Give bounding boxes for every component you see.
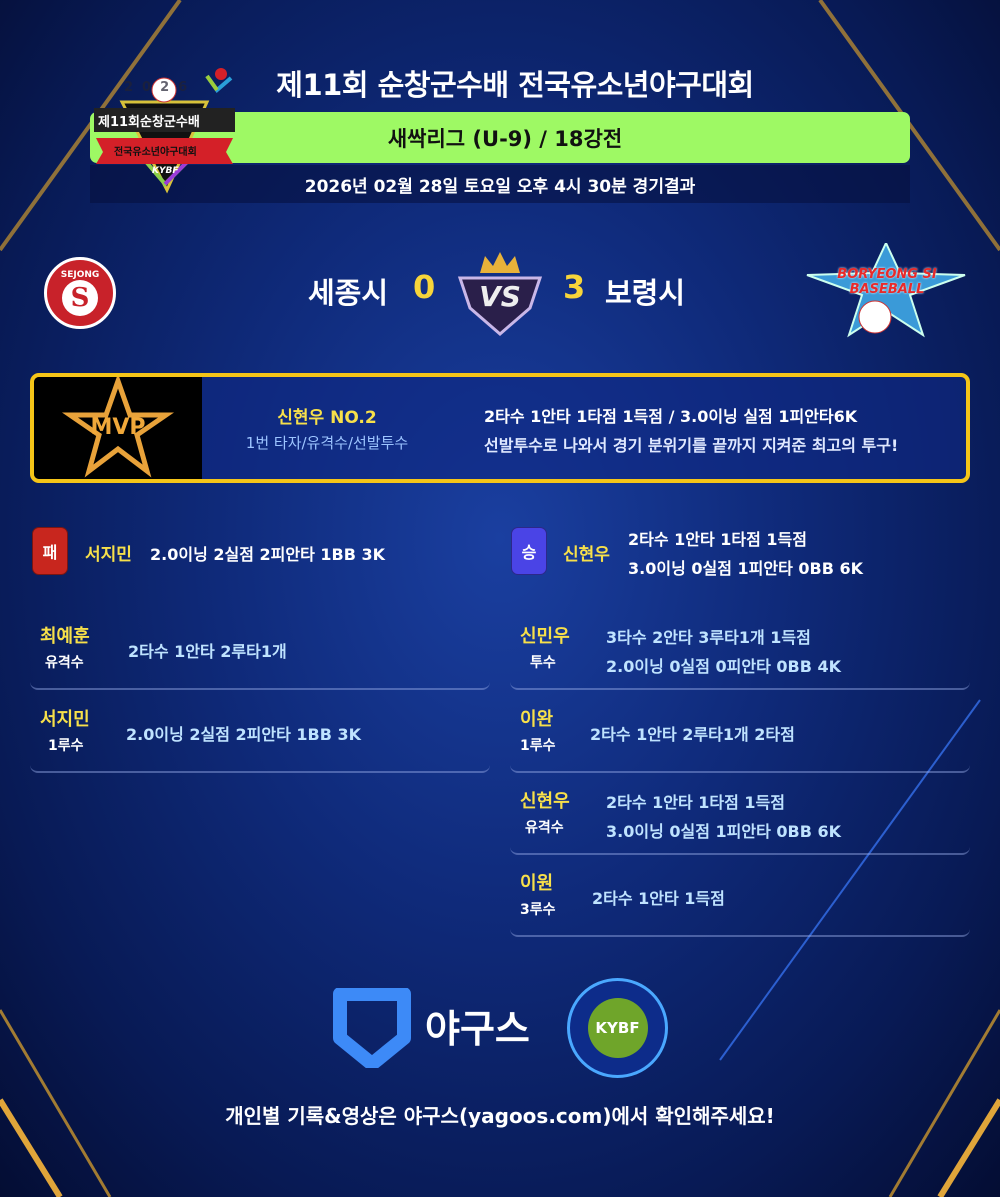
mvp-comment: 선발투수로 나와서 경기 분위기를 끝까지 지켜준 최고의 투구!: [484, 436, 899, 455]
away-team-logo: BORYEONG SI BASEBALL: [805, 240, 967, 338]
win-pitcher-name: 신현우: [563, 545, 610, 565]
mvp-star-logo: MVP: [34, 377, 202, 479]
vs-text: VS: [479, 280, 521, 313]
player-stat: 2.0이닝 0실점 0피안타 0BB 4K: [606, 657, 841, 676]
player-stat: 2타수 1안타 1타점 1득점: [606, 793, 786, 812]
away-team-name: 보령시: [605, 276, 686, 310]
home-logo-text: SEJONG: [60, 270, 100, 280]
kybf-logo: KYBF: [567, 978, 668, 1078]
player-stat: 3타수 2안타 3루타1개 1득점: [606, 628, 811, 647]
win-badge: 승: [511, 527, 547, 575]
mvp-logo-text: MVP: [90, 415, 146, 440]
player-name: 최예훈: [40, 626, 90, 647]
home-score: 0: [413, 268, 436, 306]
player-position: 투수: [530, 655, 556, 671]
loss-pitcher-stat: 2.0이닝 2실점 2피안타 1BB 3K: [150, 545, 385, 564]
badge-ribbon-text: 전국유소년야구대회: [114, 147, 197, 158]
player-stat: 3.0이닝 0실점 1피안타 0BB 6K: [606, 822, 841, 841]
player-name: 신현우: [520, 791, 570, 812]
player-card: 신민우 투수 3타수 2안타 3루타1개 1득점 2.0이닝 0실점 0피안타 …: [510, 614, 970, 690]
player-card: 이원 3루수 2타수 1안타 1득점: [510, 861, 970, 937]
player-stat: 2타수 1안타 2루타1개: [128, 642, 287, 661]
player-card: 신현우 유격수 2타수 1안타 1타점 1득점 3.0이닝 0실점 1피안타 0…: [510, 779, 970, 855]
badge-year: 2026: [124, 80, 197, 95]
player-name: 신민우: [520, 626, 570, 647]
vs-logo: VS: [455, 248, 545, 338]
mvp-name: 신현우 NO.2: [277, 408, 377, 428]
mvp-role: 1번 타자/유격수/선발투수: [245, 434, 409, 452]
loss-pitcher-name: 서지민: [85, 545, 132, 565]
away-logo-text: BORYEONG SI BASEBALL: [837, 267, 937, 297]
s-letter-icon: S: [62, 280, 98, 316]
player-position: 1루수: [520, 738, 556, 754]
mvp-panel: MVP 신현우 NO.2 1번 타자/유격수/선발투수 2타수 1안타 1타점 …: [30, 373, 970, 483]
badge-kybf-text: KYBF: [152, 166, 179, 176]
player-position: 3루수: [520, 902, 556, 918]
win-pitcher-stat-pitching: 3.0이닝 0실점 1피안타 0BB 6K: [628, 559, 863, 578]
player-position: 유격수: [45, 655, 84, 671]
player-stat: 2타수 1안타 2루타1개 2타점: [590, 725, 795, 744]
player-name: 이원: [520, 873, 554, 894]
sunchang-logo: [205, 66, 233, 94]
player-position: 1루수: [48, 738, 84, 754]
tournament-badge-logo: 2026 제11회순창군수배 전국유소년야구대회 KYBF: [92, 72, 237, 197]
badge-top-text: 제11회순창군수배: [98, 115, 200, 130]
player-card: 서지민 1루수 2.0이닝 2실점 2피안타 1BB 3K: [30, 697, 490, 773]
loss-badge: 패: [32, 527, 68, 575]
player-stat: 2.0이닝 2실점 2피안타 1BB 3K: [126, 725, 361, 744]
yagoos-brand: 야구스: [425, 1007, 530, 1051]
tournament-title: 제11회 순창군수배 전국유소년야구대회: [276, 68, 754, 102]
win-pitcher-stat-batting: 2타수 1안타 1타점 1득점: [628, 530, 808, 549]
away-score: 3: [563, 268, 586, 306]
player-name: 서지민: [40, 709, 90, 730]
player-card: 이완 1루수 2타수 1안타 2루타1개 2타점: [510, 697, 970, 773]
player-card: 최예훈 유격수 2타수 1안타 2루타1개: [30, 614, 490, 690]
yagoos-shield-icon: [332, 987, 412, 1071]
footer-notice: 개인별 기록&영상은 야구스(yagoos.com)에서 확인해주세요!: [225, 1104, 775, 1128]
player-name: 이완: [520, 709, 554, 730]
home-team-logo: SEJONG S: [44, 257, 116, 329]
player-position: 유격수: [525, 820, 564, 836]
player-stat: 2타수 1안타 1득점: [592, 889, 725, 908]
home-team-name: 세종시: [308, 276, 389, 310]
mvp-stats: 2타수 1안타 1타점 1득점 / 3.0이닝 실점 1피안타6K: [484, 407, 858, 426]
match-date: 2026년 02월 28일 토요일 오후 4시 30분 경기결과: [90, 165, 910, 203]
kybf-text: KYBF: [595, 1019, 640, 1037]
